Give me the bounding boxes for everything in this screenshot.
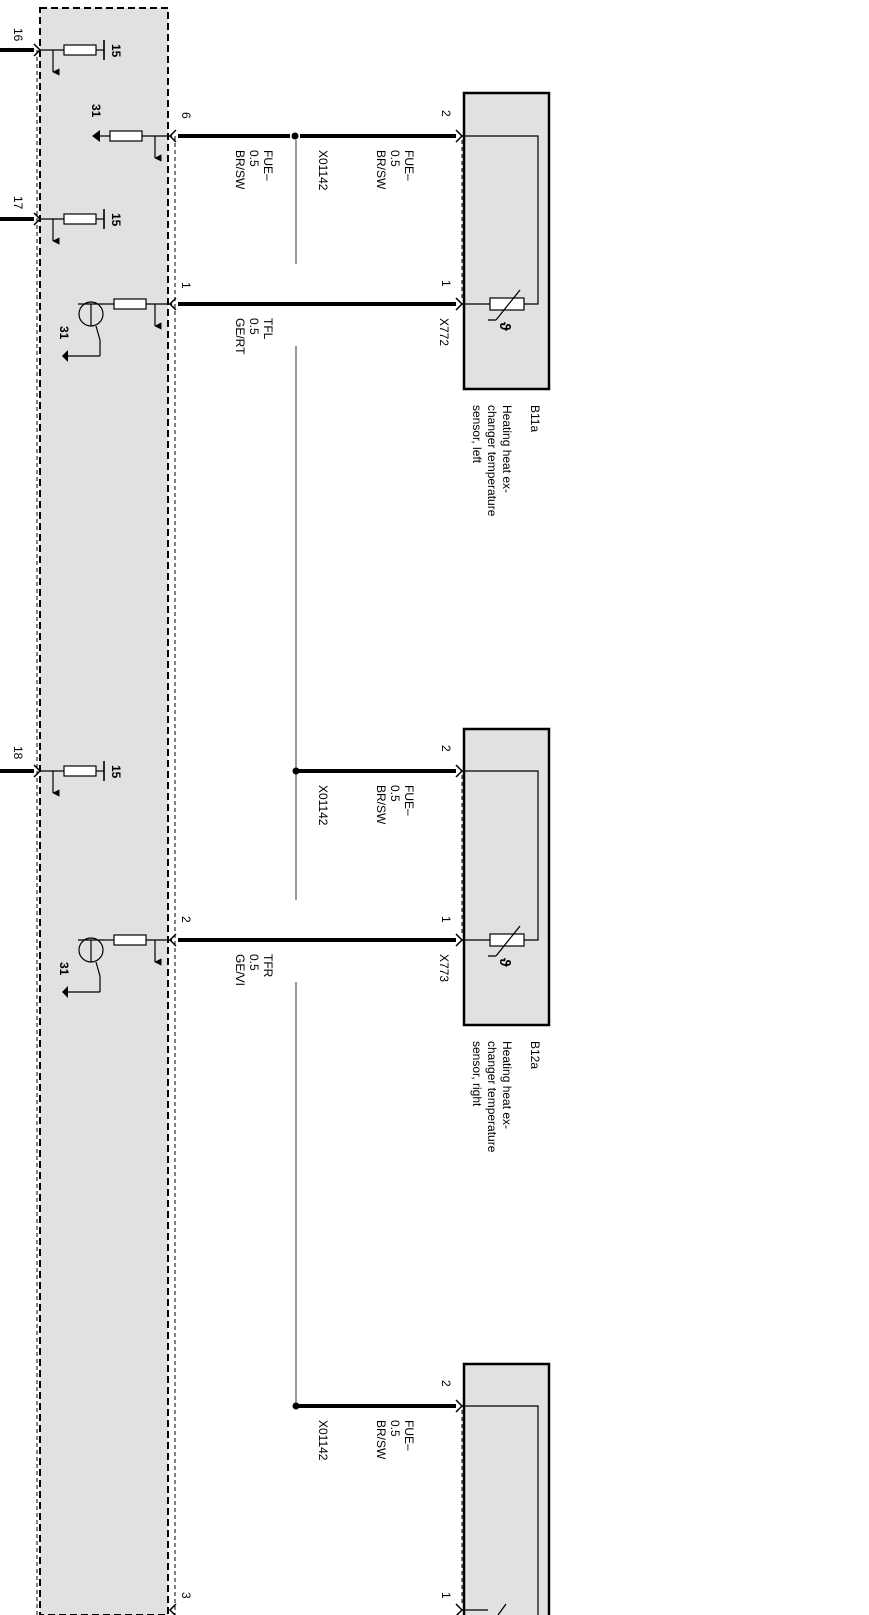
sensor-description: Heating heat ex- [500,405,514,493]
wire-size: 0.5 [388,150,402,167]
wire-color: BR/SW [233,150,247,190]
module-pin-3: 3 [168,1592,193,1615]
connector-label: X772 [437,318,451,346]
wire-color: GE/RT [233,318,247,355]
sensor-description: changer temperature [485,1041,499,1153]
sensor-pin-label: 1 [439,916,453,923]
wire-signal: FUE– [402,785,416,816]
ground-label: 31 [57,962,71,976]
splice-point [291,132,299,140]
splice-label: X01142 [316,785,330,826]
wire-size: 0.5 [247,150,261,167]
splice-point [292,1402,300,1410]
sensor-description: sensor, right [470,1041,484,1107]
supply-label: 15 [109,765,123,779]
sensor-code: B11a [528,405,542,432]
supply-label: 15 [109,44,123,58]
pin-label: 6 [179,112,193,119]
connector-label: X773 [437,954,451,982]
sensor-code: B12a [528,1041,542,1069]
sensor-b12a: ϑ 2 1 X773 B12a Heating heat ex- changer… [437,727,551,1153]
left-pin-18: 18 [0,746,42,778]
transistor-input-pin2: 31 [57,934,172,998]
supply-label: 15 [109,213,123,227]
pin-label: 2 [179,916,193,923]
sensor-pin-label: 2 [439,1380,453,1387]
pin-label: 1 [179,282,193,289]
wire-signal: FUE– [261,150,275,181]
pin-label: 17 [11,196,25,210]
wire-color: BR/SW [374,150,388,190]
splice-point [292,767,300,775]
splice-label: X01142 [316,1420,330,1461]
left-pin-17: 17 [0,196,42,226]
wire-color: BR/SW [374,785,388,825]
sensor-pin-label: 1 [439,1592,453,1599]
supply-resistor-1: 15 [40,40,123,76]
sensor-housing [462,91,551,391]
sensor-housing [462,1362,551,1615]
thermistor-icon [489,933,525,947]
pin-label: 18 [11,746,25,760]
module-pin-6: 6 [168,112,193,143]
thermistor-icon [489,297,525,311]
module-pin-1: 1 [168,282,193,311]
transistor-input-pin1: 31 [57,298,172,362]
wire-signal: TFR [261,954,275,978]
supply-resistor-2: 15 [40,209,123,245]
sensor-description: changer temperature [485,405,499,517]
wire-size: 0.5 [247,318,261,335]
wire-color: GE/VI [233,954,247,986]
splice-label: X01142 [316,150,330,191]
sensor-description: sensor, left [470,405,484,464]
wire-labels: FUE– 0.5 BR/SW FUE– 0.5 BR/SW TFL 0.5 GE… [233,150,416,1461]
sensor-b11a: ϑ 2 1 X772 B11a Heating heat ex- changer… [437,91,551,517]
temperature-symbol: ϑ [496,322,513,331]
ground-label: 31 [57,326,71,340]
sensor-pin-label: 1 [439,280,453,287]
sensor-housing [462,727,551,1027]
ground-label: 31 [89,104,103,118]
wires [178,132,456,1410]
wire-signal: FUE– [402,1420,416,1451]
wire-signal: FUE– [402,150,416,181]
sensor-description: Heating heat ex- [500,1041,514,1129]
supply-resistor-3: 15 [40,761,123,797]
pin-label: 16 [11,28,25,42]
control-module [36,7,176,1615]
wire-size: 0.5 [247,954,261,971]
temperature-symbol: ϑ [496,958,513,967]
sensor-third: 2 1 [439,1362,551,1615]
sensor-pin-label: 2 [439,745,453,752]
ground-resistor-pin6: 31 [89,104,172,162]
wire-size: 0.5 [388,785,402,802]
pin-label: 3 [179,1592,193,1599]
wire-size: 0.5 [388,1420,402,1437]
sensor-pin-label: 2 [439,110,453,117]
module-pin-2: 2 [168,916,193,947]
wire-signal: TFL [261,318,275,340]
wire-color: BR/SW [374,1420,388,1460]
left-pin-16: 16 [0,28,42,57]
control-module-body [39,7,169,1615]
